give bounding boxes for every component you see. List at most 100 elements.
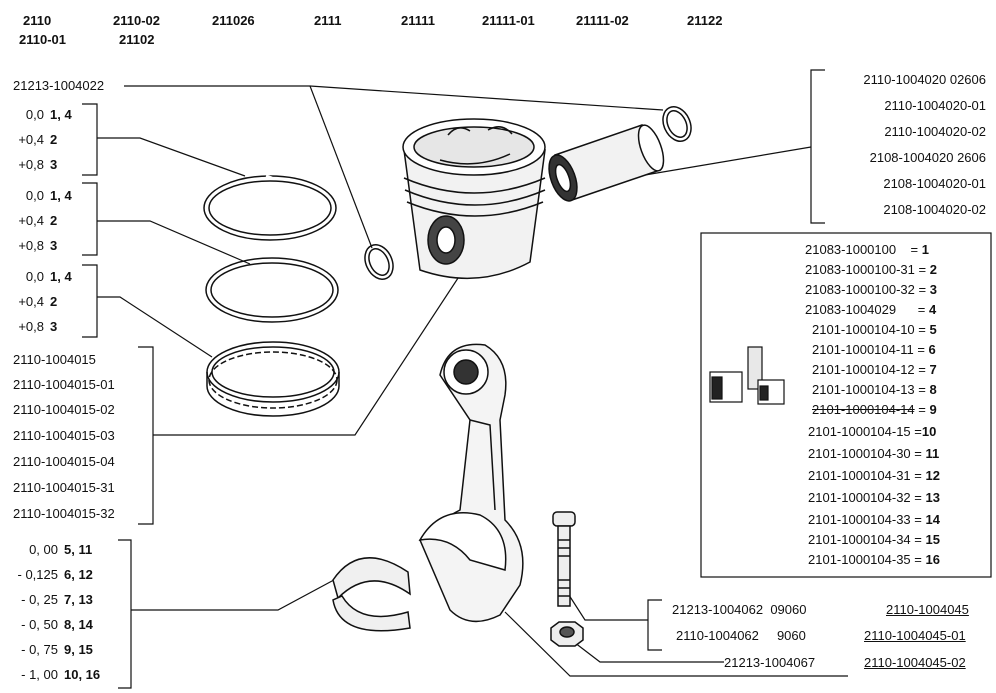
kit-legend-row: 2101-1000104-15 =10 bbox=[808, 424, 937, 439]
header-model: 21111-01 bbox=[482, 13, 535, 28]
kit-box-icon bbox=[709, 346, 785, 405]
leader-ring-1 bbox=[97, 137, 246, 177]
pin-part: 2110-1004020-02 bbox=[884, 124, 986, 139]
ring-codes: 1, 4 bbox=[50, 107, 72, 122]
kit-legend-row: 2101-1000104-10 = 5 bbox=[812, 322, 937, 337]
bearing-codes: 7, 13 bbox=[64, 592, 93, 607]
kit-legend-row: 2101-1000104-11 = 6 bbox=[812, 342, 936, 357]
header-model: 2111 bbox=[314, 13, 342, 28]
ring-codes: 3 bbox=[50, 319, 58, 334]
nut-part-number: 21213-1004067 bbox=[724, 655, 816, 670]
bearing-codes: 5, 11 bbox=[64, 542, 93, 557]
header-model: 21102 bbox=[119, 32, 155, 47]
lock-ring-right bbox=[662, 106, 692, 142]
ring-codes: 1, 4 bbox=[50, 269, 72, 284]
pin-part: 2108-1004020-02 bbox=[883, 202, 986, 217]
kit-legend-row: 21083-1000100 = 1 bbox=[805, 242, 929, 257]
kit-legend-row: 2101-1000104-35 = 16 bbox=[808, 552, 940, 567]
ring-size: +0,4 bbox=[18, 294, 44, 309]
ring-size: +0,8 bbox=[18, 157, 44, 172]
ring-size: +0,8 bbox=[18, 238, 44, 253]
pin-list-bracket bbox=[810, 69, 825, 224]
bearing-shells bbox=[332, 557, 411, 632]
bearing-size: 0, 00 bbox=[29, 542, 58, 557]
pin-part: 2108-1004020 2606 bbox=[869, 150, 986, 165]
header-model: 21122 bbox=[687, 13, 723, 28]
lock-ring-left bbox=[364, 244, 394, 280]
leader-bolt bbox=[566, 591, 648, 621]
leader-lock-ring bbox=[124, 85, 664, 111]
piston-part: 2110-1004015 bbox=[13, 352, 96, 367]
ring-size: +0,4 bbox=[18, 213, 44, 228]
ring-size: +0,8 bbox=[18, 319, 44, 334]
leader-rod bbox=[504, 611, 848, 677]
pin-part: 2108-1004020-01 bbox=[883, 176, 986, 191]
ring-codes: 2 bbox=[50, 213, 58, 228]
ring-group-bracket-1 bbox=[82, 103, 98, 176]
piston-part: 2110-1004015-32 bbox=[13, 506, 115, 521]
rod-nut bbox=[550, 621, 584, 647]
ring-size: 0,0 bbox=[25, 107, 44, 122]
lock-ring-part-number: 21213-1004022 bbox=[13, 78, 105, 93]
header-model: 2110 bbox=[23, 13, 52, 28]
header-model: 211026 bbox=[212, 13, 255, 28]
pin-part: 2110-1004020-01 bbox=[884, 98, 986, 113]
leader-ring-2 bbox=[97, 220, 251, 265]
bearing-codes: 10, 16 bbox=[64, 667, 101, 682]
bearing-size: - 0,125 bbox=[17, 567, 58, 582]
leader-bearing bbox=[131, 573, 346, 611]
bearing-codes: 8, 14 bbox=[64, 617, 93, 632]
kit-legend-row: 2101-1000104-30 = 11 bbox=[808, 446, 940, 461]
bolt-part: 2110-1004062 9060 bbox=[676, 628, 806, 643]
header-model: 21111 bbox=[401, 13, 435, 28]
ring-size: +0,4 bbox=[18, 132, 44, 147]
bolt-list-bracket bbox=[647, 599, 662, 651]
ring-codes: 2 bbox=[50, 132, 58, 147]
pin-part: 2110-1004020 02606 bbox=[863, 72, 986, 87]
kit-legend-row: 2101-1000104-12 = 7 bbox=[812, 362, 937, 377]
bearing-size: - 1, 00 bbox=[21, 667, 58, 682]
piston-part: 2110-1004015-04 bbox=[13, 454, 115, 469]
piston-pin bbox=[548, 124, 665, 202]
connecting-rod bbox=[418, 343, 524, 623]
leader-ring-3 bbox=[97, 296, 213, 358]
kit-legend-row: 2101-1000104-32 = 13 bbox=[808, 490, 940, 505]
bearing-size: - 0, 25 bbox=[21, 592, 58, 607]
header-model: 2110-02 bbox=[113, 13, 160, 28]
bearing-list-bracket bbox=[118, 539, 132, 689]
ring-codes: 3 bbox=[50, 238, 58, 253]
kit-legend-row: 21083-1000100-31 = 2 bbox=[805, 262, 937, 277]
leader-piston bbox=[153, 271, 463, 436]
header-model: 21111-02 bbox=[576, 13, 629, 28]
kit-legend-box bbox=[700, 232, 992, 578]
piston bbox=[402, 118, 546, 280]
leader-pin bbox=[644, 146, 812, 176]
piston-ring-3 bbox=[206, 341, 340, 417]
piston-part: 2110-1004015-31 bbox=[13, 480, 115, 495]
ring-size: 0,0 bbox=[25, 269, 44, 284]
rod-part: 2110-1004045 bbox=[886, 602, 969, 617]
ring-codes: 1, 4 bbox=[50, 188, 72, 203]
kit-legend-row: 2101-1000104-34 = 15 bbox=[808, 532, 940, 547]
bearing-codes: 9, 15 bbox=[64, 642, 93, 657]
bearing-codes: 6, 12 bbox=[64, 567, 93, 582]
piston-part: 2110-1004015-01 bbox=[13, 377, 115, 392]
piston-part: 2110-1004015-02 bbox=[13, 402, 115, 417]
piston-ring-2 bbox=[205, 257, 339, 323]
kit-legend-row: 2101-1000104-13 = 8 bbox=[812, 382, 937, 397]
kit-legend-row: 21083-1004029 = 4 bbox=[805, 302, 937, 317]
ring-codes: 3 bbox=[50, 157, 58, 172]
ring-size: 0,0 bbox=[25, 188, 44, 203]
piston-part: 2110-1004015-03 bbox=[13, 428, 115, 443]
ring-group-bracket-2 bbox=[82, 182, 98, 256]
ring-group-bracket-3 bbox=[82, 264, 98, 338]
piston-list-bracket bbox=[138, 346, 154, 525]
kit-legend-row: 2101-1000104-31 = 12 bbox=[808, 468, 940, 483]
header-model: 2110-01 bbox=[19, 32, 66, 47]
kit-legend-row: 21083-1000100-32 = 3 bbox=[805, 282, 937, 297]
bearing-size: - 0, 75 bbox=[21, 642, 58, 657]
rod-bolt bbox=[552, 511, 576, 607]
rod-part: 2110-1004045-01 bbox=[864, 628, 966, 643]
kit-legend-row: 2101-1000104-14 = 9 bbox=[812, 402, 937, 417]
